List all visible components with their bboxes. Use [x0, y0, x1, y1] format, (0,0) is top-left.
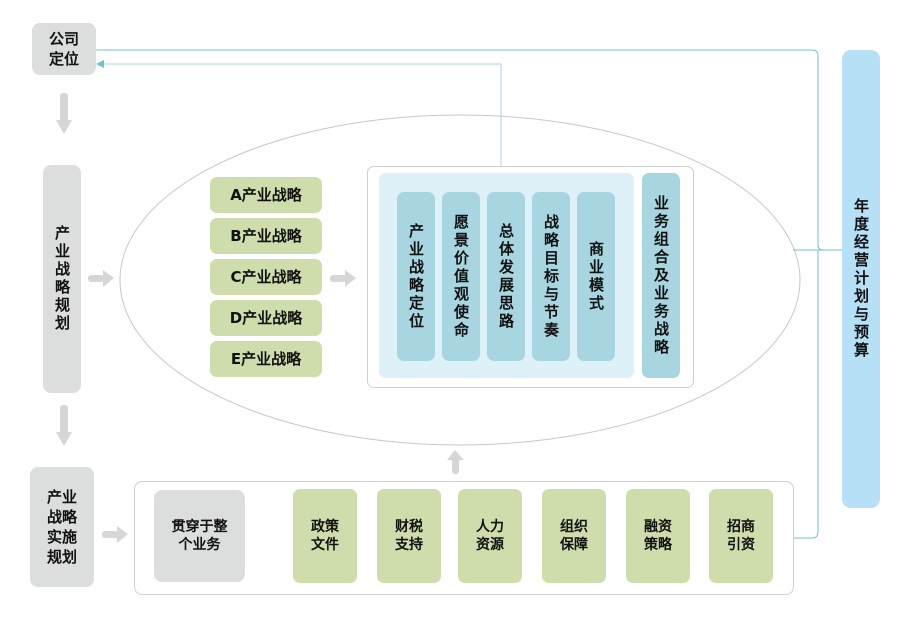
support-investment: 招商 引资 [709, 489, 773, 583]
support-human-resources: 人力 资源 [458, 489, 522, 583]
core-element-business-model: 商业模式 [577, 192, 615, 361]
annual-plan-budget-box: 年度经营计划与预算 [842, 50, 880, 508]
strategy-ellipse [119, 114, 801, 446]
feedback-line-bottom [792, 250, 819, 539]
arrow-up [452, 458, 459, 474]
industry-strategy-c: C产业战略 [210, 259, 322, 295]
core-element-development: 总体发展思路 [487, 192, 525, 361]
support-policy: 政策 文件 [293, 489, 357, 583]
arrowhead-icon [96, 60, 104, 68]
arrow-down-1 [60, 93, 68, 123]
support-financing: 融资 策略 [626, 489, 690, 583]
industry-strategy-d: D产业战略 [210, 300, 322, 336]
arrow-right-1 [88, 275, 104, 282]
arrow-down-2 [60, 405, 68, 435]
arrow-right-1-head [103, 270, 114, 287]
industry-strategy-e: E产业战略 [210, 341, 322, 377]
industry-strategy-b: B产业战略 [210, 218, 322, 254]
arrow-right-3 [102, 531, 118, 538]
support-organization: 组织 保障 [542, 489, 606, 583]
strategy-planning-box: 产业战略规划 [43, 165, 81, 393]
arrow-down-2-head [56, 432, 72, 446]
arrow-right-3-head [117, 526, 128, 543]
core-to-company-line [100, 63, 502, 166]
company-positioning-box: 公司 定位 [32, 23, 96, 75]
core-element-vision: 愿景价值观使命 [442, 192, 480, 361]
arrow-down-1-head [56, 120, 72, 134]
industry-strategy-a: A产业战略 [210, 177, 322, 213]
arrow-right-2 [330, 275, 346, 282]
support-finance-tax: 财税 支持 [377, 489, 441, 583]
arrow-right-2-head [345, 270, 356, 287]
throughout-business-box: 贯穿于整 个业务 [154, 490, 245, 582]
core-element-goals: 战略目标与节奏 [532, 192, 570, 361]
core-element-positioning: 产业战略定位 [397, 192, 435, 361]
strategy-implementation-box: 产业 战略 实施 规划 [30, 467, 94, 587]
business-portfolio-box: 业务组合及业务战略 [642, 173, 680, 378]
arrow-up-head [447, 450, 464, 460]
